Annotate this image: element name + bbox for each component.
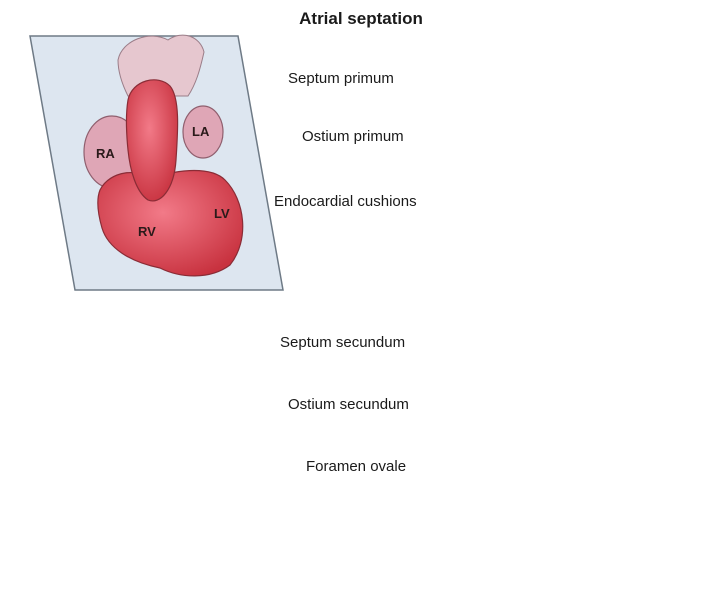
label-septum-secundum: Septum secundum (280, 334, 405, 351)
label-endocardial-cushions: Endocardial cushions (274, 193, 417, 210)
label-la: LA (192, 124, 209, 139)
label-septum-primum: Septum primum (288, 70, 394, 87)
label-ostium-secundum: Ostium secundum (288, 396, 409, 413)
label-foramen-ovale: Foramen ovale (306, 458, 406, 475)
label-ostium-primum: Ostium primum (302, 128, 404, 145)
figure-title: Atrial septation (0, 9, 722, 29)
external-heart-panel (30, 35, 283, 290)
label-ra: RA (96, 146, 115, 161)
label-lv: LV (214, 206, 230, 221)
label-rv: RV (138, 224, 156, 239)
